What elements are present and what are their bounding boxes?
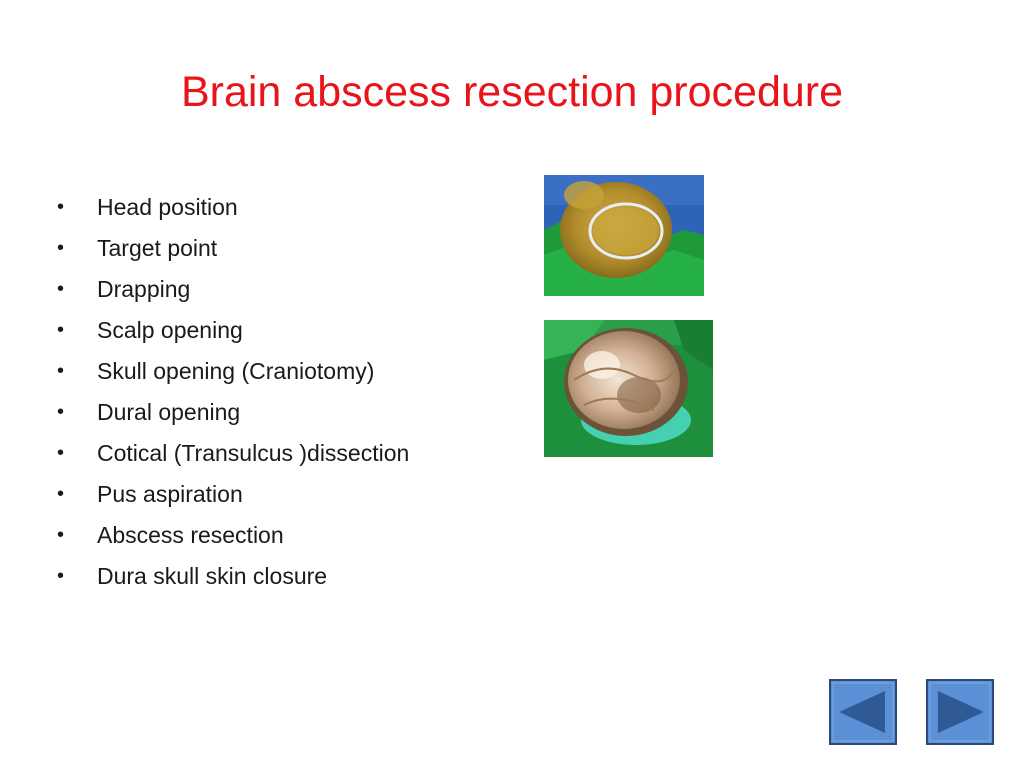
list-item: • Cotical (Transulcus )dissection [56, 434, 409, 475]
bullet-list: • Head position • Target point • Drapping •… [56, 188, 409, 598]
right-triangle-icon [926, 679, 994, 745]
list-item: • Drapping [56, 270, 409, 311]
list-item: • Dura skull skin closure [56, 557, 409, 598]
bullet-icon: • [57, 319, 65, 341]
bullet-icon: • [57, 442, 65, 464]
bullet-icon: • [57, 196, 65, 218]
surgical-photo-head-marking [544, 175, 704, 296]
previous-slide-button[interactable] [829, 679, 897, 745]
list-item: • Abscess resection [56, 516, 409, 557]
bullet-icon: • [57, 524, 65, 546]
bullet-icon: • [57, 278, 65, 300]
list-item: • Head position [56, 188, 409, 229]
left-triangle-icon [829, 679, 897, 745]
bullet-icon: • [57, 237, 65, 259]
list-item: • Dural opening [56, 393, 409, 434]
list-item-text: Abscess resection [97, 522, 284, 548]
list-item-text: Head position [97, 194, 238, 220]
slide-title: Brain abscess resection procedure [180, 68, 844, 116]
list-item: • Target point [56, 229, 409, 270]
surgical-photo-craniotomy [544, 320, 713, 457]
list-item-text: Target point [97, 235, 218, 261]
list-item-text: Scalp opening [97, 317, 243, 343]
list-item-text: Skull opening (Craniotomy) [97, 358, 375, 384]
list-item: • Skull opening (Craniotomy) [56, 352, 409, 393]
list-item-text: Cotical (Transulcus )dissection [97, 440, 410, 466]
list-item: • Pus aspiration [56, 475, 409, 516]
bullet-icon: • [57, 401, 65, 423]
list-item-text: Pus aspiration [97, 481, 243, 507]
bullet-icon: • [57, 565, 65, 587]
bullet-icon: • [57, 360, 65, 382]
list-item-text: Dura skull skin closure [97, 563, 328, 589]
next-slide-button[interactable] [926, 679, 994, 745]
list-item-text: Dural opening [97, 399, 241, 425]
list-item-text: Drapping [97, 276, 191, 302]
bullet-icon: • [57, 483, 65, 505]
list-item: • Scalp opening [56, 311, 409, 352]
